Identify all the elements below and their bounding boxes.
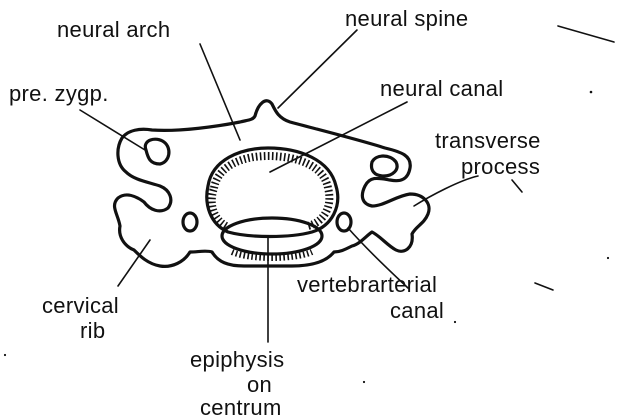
label-on: on	[247, 373, 272, 397]
leader-cervical-rib	[118, 240, 150, 286]
leader-neural-spine	[278, 30, 357, 108]
stray-stroke-small	[512, 180, 522, 192]
leader-transverse-process	[414, 176, 478, 206]
leader-neural-canal	[270, 102, 407, 172]
label-pre-zygp: pre. zygp.	[9, 82, 109, 106]
label-canal: canal	[390, 299, 444, 323]
right-zygapophysis-shape	[372, 156, 398, 176]
label-vertebrarterial: vertebrarterial	[297, 273, 437, 297]
pre-zygapophysis-shape	[145, 139, 169, 164]
label-centrum: centrum	[200, 396, 282, 420]
stray-stroke-top-right	[558, 26, 614, 42]
label-transverse: transverse	[435, 129, 541, 153]
label-process: process	[461, 155, 540, 179]
label-rib: rib	[80, 319, 105, 343]
label-neural-arch: neural arch	[57, 18, 170, 42]
vertebra-outline	[115, 101, 430, 267]
label-epiphysis: epiphysis	[190, 348, 284, 372]
label-cervical: cervical	[42, 294, 119, 318]
stray-stroke-bracket	[535, 283, 553, 290]
left-vertebrarterial-foramen	[183, 213, 197, 231]
label-neural-canal: neural canal	[380, 77, 503, 101]
label-neural-spine: neural spine	[345, 7, 468, 31]
